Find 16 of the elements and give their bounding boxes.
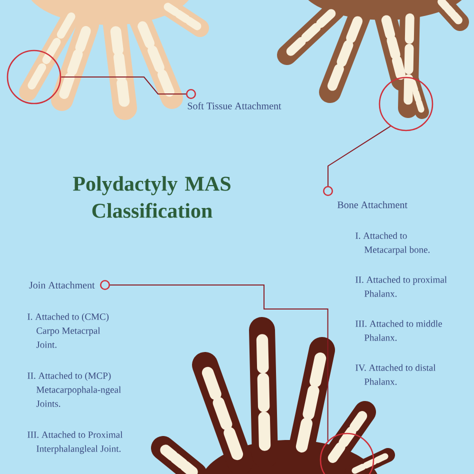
list-item: I. Attached to (CMC) Carpo Metacrpal Joint. bbox=[28, 313, 109, 348]
list-item: I. Attached to Metacarpal bone. bbox=[356, 232, 430, 255]
callout-label: Soft Tissue Attachment bbox=[188, 102, 282, 110]
leader-line bbox=[100, 280, 328, 442]
callout-label: Bone Attachment bbox=[337, 201, 408, 208]
list-item: II. Attached to proximal Phalanx. bbox=[356, 276, 447, 297]
leader-line bbox=[323, 126, 391, 196]
callout-label: Join Attachment bbox=[29, 281, 95, 289]
list-item: III. Attached to middle Phalanx. bbox=[356, 320, 442, 341]
list-item: III. Attached to Proximal Interphalangleal Joint. bbox=[28, 431, 123, 454]
highlight-circle bbox=[6, 50, 62, 104]
highlight-circle bbox=[378, 76, 434, 132]
title: Polydactyly MAS Classification bbox=[73, 176, 230, 218]
list-item: IV. Attached to distal Phalanx. bbox=[356, 364, 436, 385]
list-item: II. Attached to (MCP) Metacarpophala-ngeal Joints. bbox=[28, 372, 121, 407]
leader-line bbox=[60, 76, 196, 99]
